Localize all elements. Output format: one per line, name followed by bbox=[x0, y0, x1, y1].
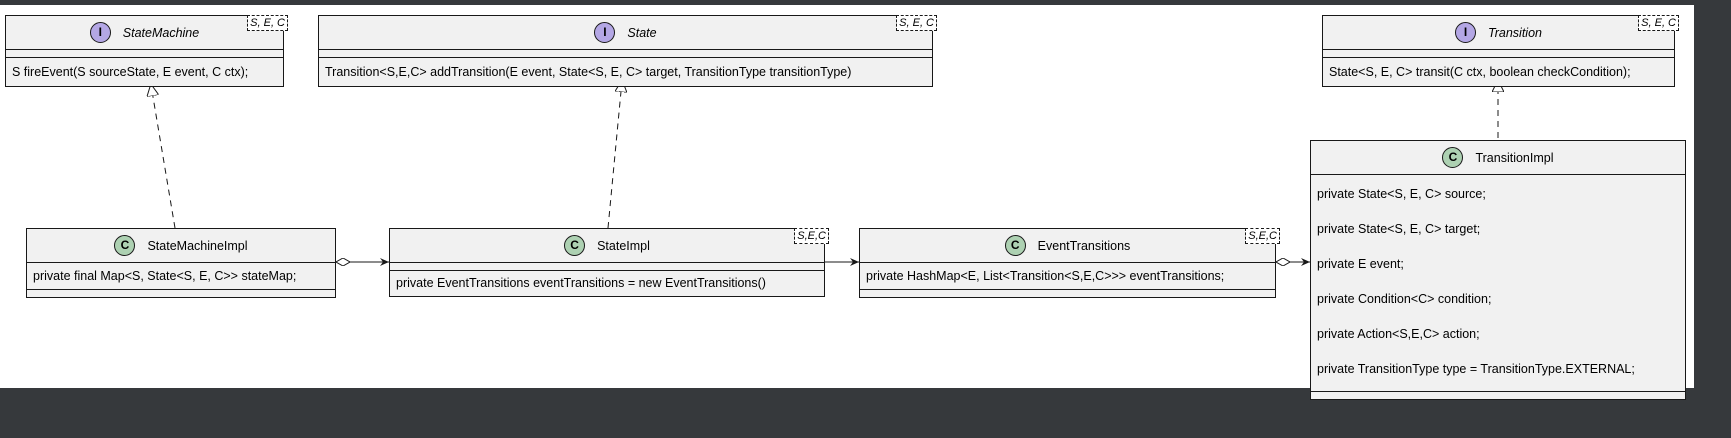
field-row: private State<S, E, C> target; bbox=[1317, 222, 1481, 236]
class-header: C TransitionImpl bbox=[1311, 141, 1685, 174]
methods-compartment: State<S, E, C> transit(C ctx, boolean ch… bbox=[1323, 57, 1674, 86]
class-name: State bbox=[627, 25, 657, 40]
type-params: S, E, C bbox=[1638, 15, 1679, 31]
methods-compartment: private EventTransitions eventTransition… bbox=[390, 270, 824, 296]
class-name: StateMachine bbox=[122, 25, 200, 40]
class-statemachineimpl[interactable]: C StateMachineImpl private final Map<S, … bbox=[26, 228, 336, 298]
field-row: private Action<S,E,C> action; bbox=[1317, 327, 1480, 341]
class-header: C EventTransitions S,E,C bbox=[860, 228, 1280, 262]
class-stateimpl[interactable]: C StateImpl S,E,C private EventTransitio… bbox=[389, 228, 829, 297]
fields-compartment: private final Map<S, State<S, E, C>> sta… bbox=[27, 262, 335, 289]
method-row: S fireEvent(S sourceState, E event, C ct… bbox=[12, 65, 249, 79]
class-header: C StateImpl S,E,C bbox=[390, 228, 829, 262]
fields-compartment bbox=[1323, 49, 1674, 57]
field-row: private HashMap<E, List<Transition<S,E,C… bbox=[866, 269, 1225, 283]
class-icon: C bbox=[1442, 147, 1464, 168]
class-icon: C bbox=[1004, 235, 1026, 256]
type-params: S,E,C bbox=[1245, 228, 1280, 244]
fields-compartment bbox=[6, 49, 283, 57]
class-icon: C bbox=[114, 235, 136, 256]
fields-compartment bbox=[319, 49, 932, 57]
method-row: Transition<S,E,C> addTransition(E event,… bbox=[325, 65, 852, 79]
class-state[interactable]: I State S, E, C Transition<S,E,C> addTra… bbox=[318, 15, 937, 87]
realization-stateimpl-state bbox=[607, 81, 622, 229]
field-row: private TransitionType type = Transition… bbox=[1317, 362, 1635, 376]
fields-compartment: private HashMap<E, List<Transition<S,E,C… bbox=[860, 262, 1275, 289]
relations-layer bbox=[0, 5, 1694, 266]
realization-statemachineimpl-statemachine bbox=[151, 85, 176, 229]
class-header: I State S, E, C bbox=[319, 15, 937, 49]
type-params: S,E,C bbox=[794, 228, 829, 244]
class-eventtransitions[interactable]: C EventTransitions S,E,C private HashMap… bbox=[859, 228, 1280, 298]
class-statemachine[interactable]: I StateMachine S, E, C S fireEvent(S sou… bbox=[5, 15, 288, 87]
fields-compartment bbox=[390, 262, 824, 270]
class-header: I StateMachine S, E, C bbox=[6, 15, 288, 49]
field-row: private E event; bbox=[1317, 257, 1404, 271]
interface-icon: I bbox=[594, 22, 616, 43]
field-row: private final Map<S, State<S, E, C>> sta… bbox=[33, 269, 297, 283]
class-transition[interactable]: I Transition S, E, C State<S, E, C> tran… bbox=[1322, 15, 1679, 87]
class-icon: C bbox=[564, 235, 586, 256]
field-row: private Condition<C> condition; bbox=[1317, 292, 1492, 306]
class-name: StateMachineImpl bbox=[147, 238, 248, 253]
interface-icon: I bbox=[1455, 22, 1477, 43]
methods-compartment bbox=[860, 289, 1275, 297]
methods-compartment bbox=[27, 289, 335, 297]
methods-compartment: Transition<S,E,C> addTransition(E event,… bbox=[319, 57, 932, 86]
class-name: StateImpl bbox=[597, 238, 650, 253]
method-row: private EventTransitions eventTransition… bbox=[396, 276, 766, 290]
type-params: S, E, C bbox=[896, 15, 937, 31]
class-name: EventTransitions bbox=[1037, 238, 1131, 253]
methods-compartment bbox=[1311, 391, 1685, 399]
class-name: TransitionImpl bbox=[1475, 150, 1554, 165]
class-header: I Transition S, E, C bbox=[1323, 15, 1679, 49]
class-transitionimpl[interactable]: C TransitionImpl private State<S, E, C> … bbox=[1310, 140, 1686, 400]
diagram-canvas: I StateMachine S, E, C S fireEvent(S sou… bbox=[0, 5, 1694, 400]
class-name: Transition bbox=[1488, 25, 1542, 40]
methods-compartment: S fireEvent(S sourceState, E event, C ct… bbox=[6, 57, 283, 86]
interface-icon: I bbox=[89, 22, 111, 43]
method-row: State<S, E, C> transit(C ctx, boolean ch… bbox=[1329, 65, 1631, 79]
fields-compartment: private State<S, E, C> source; private S… bbox=[1311, 174, 1685, 391]
type-params: S, E, C bbox=[247, 15, 288, 31]
class-header: C StateMachineImpl bbox=[27, 229, 335, 262]
field-row: private State<S, E, C> source; bbox=[1317, 187, 1486, 201]
